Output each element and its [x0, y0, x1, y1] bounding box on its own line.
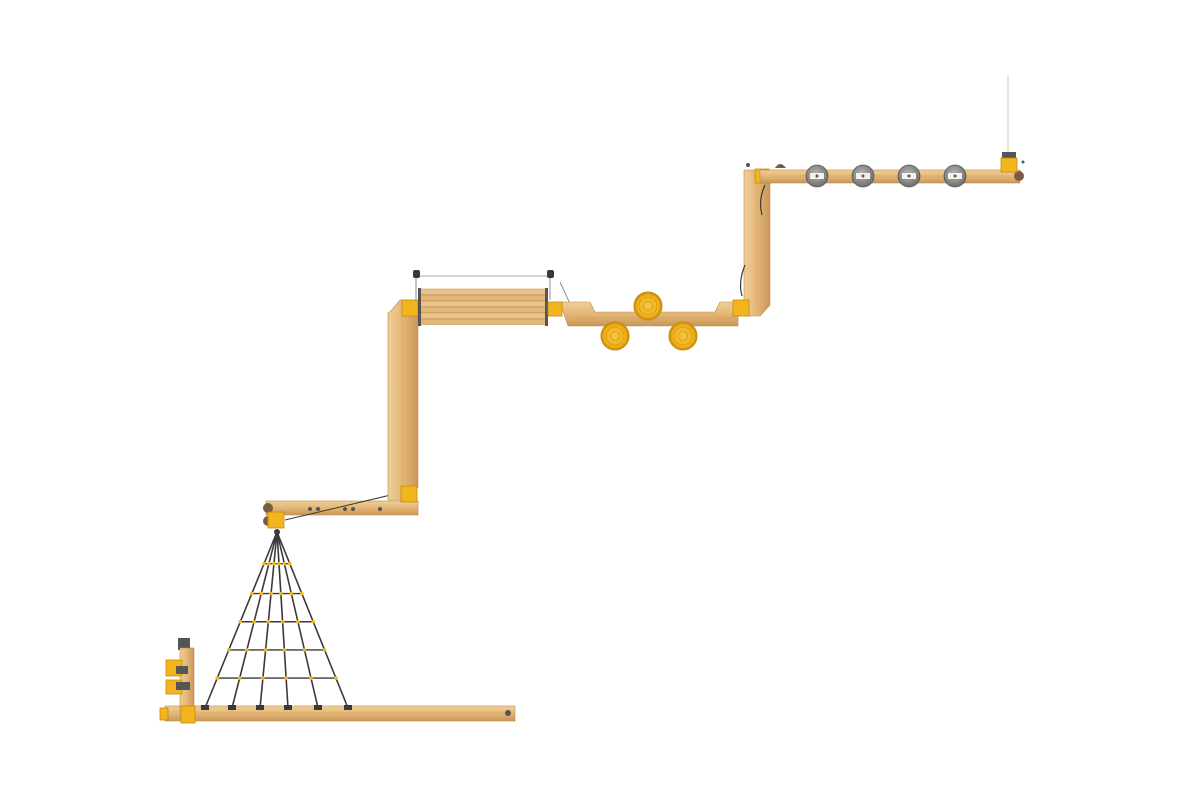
net-knot	[300, 591, 304, 596]
net-knot	[269, 591, 273, 596]
bridge-side-rail	[545, 288, 548, 326]
log-stump	[668, 321, 698, 351]
end-post	[1000, 75, 1025, 173]
net-knot	[262, 561, 266, 566]
net-knot	[259, 591, 264, 596]
ground-beam	[164, 705, 516, 722]
bridge-plank	[419, 306, 548, 313]
log-ring	[643, 301, 653, 311]
bridge-plank	[419, 312, 548, 319]
net-anchor	[228, 705, 236, 710]
disc-bolt	[861, 174, 865, 178]
vertical-beam-left	[387, 299, 419, 503]
disc-bolt	[815, 174, 819, 178]
net-anchor	[201, 705, 209, 710]
net-anchor	[344, 705, 352, 710]
net-knot	[282, 561, 287, 566]
net-knot	[261, 676, 265, 680]
vertical-beam-right	[732, 163, 771, 317]
log-ring	[638, 296, 658, 316]
net-knot	[277, 561, 281, 566]
net-rope-radial	[204, 531, 278, 709]
stepping-discs	[759, 164, 1024, 188]
net-anchor	[284, 705, 292, 710]
bridge-plank	[419, 300, 548, 307]
net-knot	[289, 591, 294, 596]
net-knot	[272, 561, 276, 566]
net-knot	[296, 619, 300, 624]
start-post	[159, 638, 196, 724]
net-knot	[237, 676, 242, 680]
net-rope-radial	[231, 531, 278, 709]
net-anchor	[314, 705, 322, 710]
log-ring	[678, 331, 688, 341]
net-knot	[267, 561, 271, 566]
lower-beam	[263, 493, 419, 529]
log-ring	[605, 326, 625, 346]
bridge-plank	[419, 294, 548, 301]
plank-bridge	[413, 270, 573, 326]
bridge-side-rail	[418, 288, 421, 326]
log-stump	[600, 321, 630, 351]
net-knot	[279, 591, 283, 596]
log-ring	[610, 331, 620, 341]
net-knot	[287, 561, 292, 566]
disc-bolt	[907, 174, 911, 178]
disc-bolt	[953, 174, 957, 178]
net-knot	[263, 648, 268, 652]
net-knot	[284, 676, 288, 680]
net-knot	[215, 676, 220, 680]
net-knot	[302, 648, 307, 652]
log-ring	[673, 326, 693, 346]
net-knot	[252, 619, 256, 624]
net-knot	[266, 619, 271, 624]
net-knot	[226, 648, 231, 652]
net-knot	[238, 619, 243, 624]
bridge-plank	[419, 288, 548, 295]
net-knot	[311, 619, 316, 624]
net-apex	[274, 529, 280, 535]
net-knot	[309, 676, 313, 680]
net-knot	[282, 648, 287, 652]
log-stepping-stones	[547, 291, 739, 351]
net-knot	[245, 648, 249, 652]
net-knot	[322, 648, 327, 652]
log-stump	[633, 291, 663, 321]
net-knot	[280, 619, 285, 624]
net-anchor	[256, 705, 264, 710]
net-knot	[250, 591, 254, 596]
bridge-plank	[419, 318, 548, 325]
net-knot	[334, 676, 338, 680]
spider-net	[201, 529, 352, 710]
